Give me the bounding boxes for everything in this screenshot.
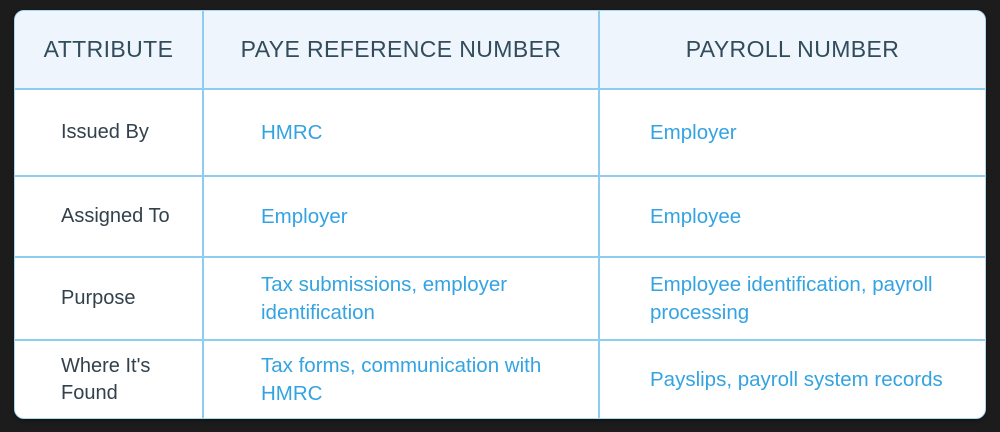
cell-attribute-issued-by: Issued By xyxy=(15,89,204,177)
column-header-attribute: ATTRIBUTE xyxy=(15,11,204,90)
comparison-table: ATTRIBUTE PAYE REFERENCE NUMBER PAYROLL … xyxy=(15,11,985,418)
cell-paye-purpose: Tax submissions, employer identification xyxy=(203,257,600,341)
table-row: Purpose Tax submissions, employer identi… xyxy=(15,257,985,341)
table-header-row: ATTRIBUTE PAYE REFERENCE NUMBER PAYROLL … xyxy=(15,11,985,90)
column-header-payroll-number: PAYROLL NUMBER xyxy=(599,11,985,90)
table-body: Issued By HMRC Employer Assigned To Empl… xyxy=(15,89,985,418)
table-row: Assigned To Employer Employee xyxy=(15,176,985,258)
cell-attribute-purpose: Purpose xyxy=(15,257,204,341)
cell-paye-assigned-to: Employer xyxy=(203,176,600,258)
cell-payroll-where-its-found: Payslips, payroll system records xyxy=(650,367,943,391)
cell-payroll-issued-by: Employer xyxy=(599,89,985,177)
table-header: ATTRIBUTE PAYE REFERENCE NUMBER PAYROLL … xyxy=(15,11,985,90)
cell-attribute-where-its-found: Where It's Found xyxy=(15,340,204,418)
cell-paye-issued-by: HMRC xyxy=(203,89,600,177)
cell-payroll-purpose: Employee identification, payroll process… xyxy=(599,257,985,341)
cell-attribute-assigned-to: Assigned To xyxy=(15,176,204,258)
comparison-table-card: ATTRIBUTE PAYE REFERENCE NUMBER PAYROLL … xyxy=(14,10,986,419)
column-header-paye-reference-number: PAYE REFERENCE NUMBER xyxy=(203,11,600,90)
table-row: Where It's Found Tax forms, communicatio… xyxy=(15,340,985,418)
table-row: Issued By HMRC Employer xyxy=(15,89,985,177)
cell-paye-where-its-found: Tax forms, communication with HMRC xyxy=(203,340,600,418)
cell-payroll-assigned-to: Employee xyxy=(599,176,985,258)
